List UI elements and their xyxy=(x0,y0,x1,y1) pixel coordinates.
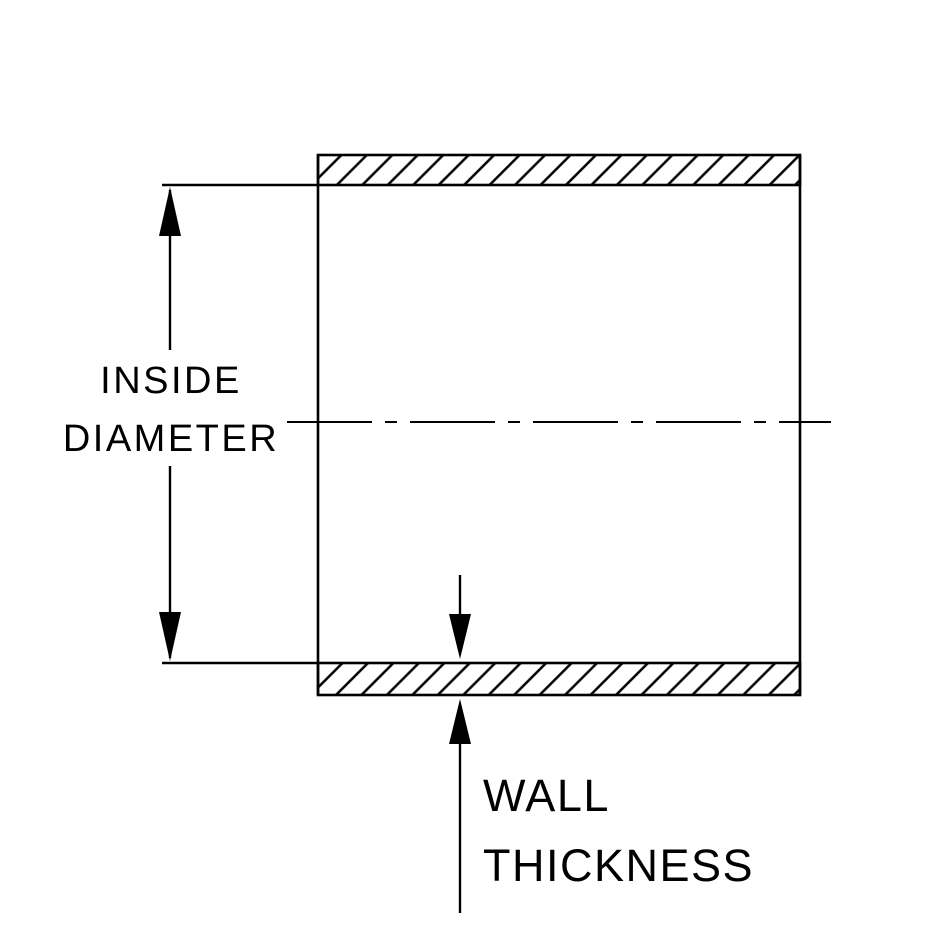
inside-diameter-label-line1: INSIDE xyxy=(100,360,242,402)
bottom-wall-hatch xyxy=(316,661,802,697)
top-wall-hatch xyxy=(316,153,802,187)
wall-arrowhead-down-icon xyxy=(449,614,471,659)
inside-diameter-label-line2: DIAMETER xyxy=(63,418,279,460)
wall-arrowhead-up-icon xyxy=(449,699,471,744)
wall-thickness-label-line1: WALL xyxy=(483,770,610,821)
wall-thickness-label-line2: THICKNESS xyxy=(483,840,754,891)
dimension-arrowhead-down-icon xyxy=(159,612,181,661)
dimension-arrowhead-up-icon xyxy=(159,187,181,236)
